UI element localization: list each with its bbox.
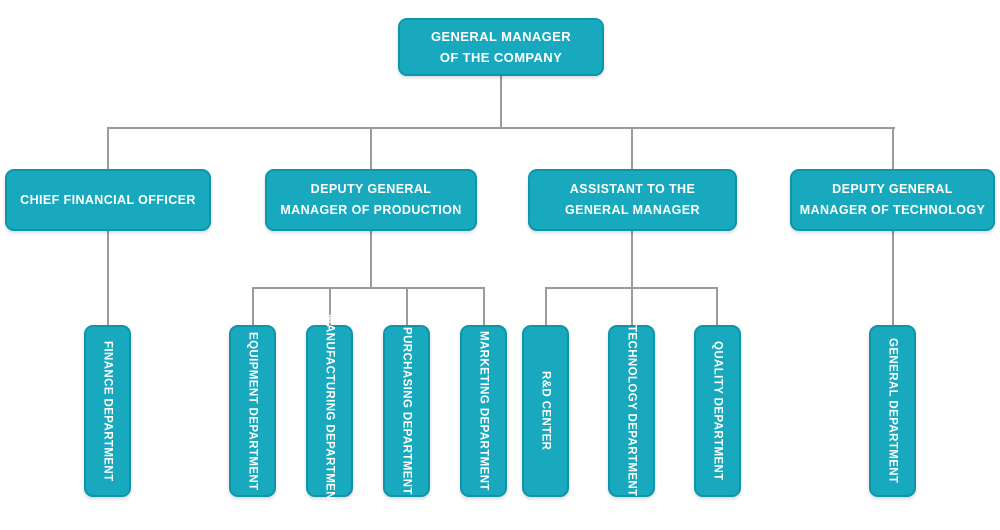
node-general-department: GENERAL DEPARTMENT bbox=[869, 325, 916, 497]
node-label-line2: OF THE COMPANY bbox=[439, 50, 563, 65]
node-label: MANUFACTURING DEPARTMENT bbox=[323, 314, 336, 508]
node-label: R&D CENTER bbox=[539, 371, 552, 451]
node-finance-department: FINANCE DEPARTMENT bbox=[84, 325, 131, 497]
connector-drop-rd-center bbox=[545, 288, 547, 325]
node-label-line1: DEPUTY GENERAL bbox=[832, 182, 953, 196]
connector-assistant-stem bbox=[631, 231, 633, 288]
node-label: QUALITY DEPARTMENT bbox=[711, 341, 724, 481]
node-label-line2: MANAGER OF TECHNOLOGY bbox=[799, 203, 986, 217]
node-label: PURCHASING DEPARTMENT bbox=[400, 327, 413, 495]
node-chief-financial-officer: CHIEF FINANCIAL OFFICER bbox=[5, 169, 211, 231]
node-label-line1: ASSISTANT TO THE bbox=[569, 182, 696, 196]
node-label-line1: GENERAL MANAGER bbox=[430, 29, 572, 44]
connector-technology-general bbox=[892, 231, 894, 325]
connector-drop-cfo bbox=[107, 128, 109, 169]
connector-drop-equipment bbox=[252, 288, 254, 325]
node-manufacturing-department: MANUFACTURING DEPARTMENT bbox=[306, 314, 353, 508]
node-technology-department: TECHNOLOGY DEPARTMENT bbox=[608, 325, 655, 497]
node-general-manager: GENERAL MANAGER OF THE COMPANY bbox=[398, 18, 604, 76]
connector-drop-manufacturing bbox=[329, 288, 331, 325]
node-label-line2: MANAGER OF PRODUCTION bbox=[280, 203, 462, 217]
node-deputy-gm-technology: DEPUTY GENERAL MANAGER OF TECHNOLOGY bbox=[790, 169, 995, 231]
connector-level1-bar bbox=[107, 127, 895, 129]
connector-drop-technology bbox=[892, 128, 894, 169]
connector-gm-stem bbox=[500, 76, 502, 128]
connector-drop-assistant bbox=[631, 128, 633, 169]
node-assistant-to-gm: ASSISTANT TO THE GENERAL MANAGER bbox=[528, 169, 737, 231]
node-label: EQUIPMENT DEPARTMENT bbox=[246, 331, 259, 491]
node-label: FINANCE DEPARTMENT bbox=[101, 340, 114, 482]
node-label-line1: CHIEF FINANCIAL OFFICER bbox=[20, 192, 196, 207]
node-deputy-gm-production: DEPUTY GENERAL MANAGER OF PRODUCTION bbox=[265, 169, 477, 231]
connector-drop-quality bbox=[716, 288, 718, 325]
node-quality-department: QUALITY DEPARTMENT bbox=[694, 325, 741, 497]
connector-production-bar bbox=[252, 287, 485, 289]
connector-drop-purchasing bbox=[406, 288, 408, 325]
connector-drop-technology-dept bbox=[631, 288, 633, 325]
connector-cfo-finance bbox=[107, 231, 109, 325]
node-equipment-department: EQUIPMENT DEPARTMENT bbox=[229, 325, 276, 497]
connector-production-stem bbox=[370, 231, 372, 288]
connector-drop-production bbox=[370, 128, 372, 169]
node-label: MARKETING DEPARTMENT bbox=[477, 331, 490, 491]
node-rd-center: R&D CENTER bbox=[522, 325, 569, 497]
connector-drop-marketing bbox=[483, 288, 485, 325]
node-label: GENERAL DEPARTMENT bbox=[886, 338, 899, 484]
node-label-line2: GENERAL MANAGER bbox=[565, 203, 700, 217]
node-label: TECHNOLOGY DEPARTMENT bbox=[625, 325, 638, 497]
node-label-line1: DEPUTY GENERAL bbox=[310, 182, 432, 196]
node-purchasing-department: PURCHASING DEPARTMENT bbox=[383, 325, 430, 497]
node-marketing-department: MARKETING DEPARTMENT bbox=[460, 325, 507, 497]
